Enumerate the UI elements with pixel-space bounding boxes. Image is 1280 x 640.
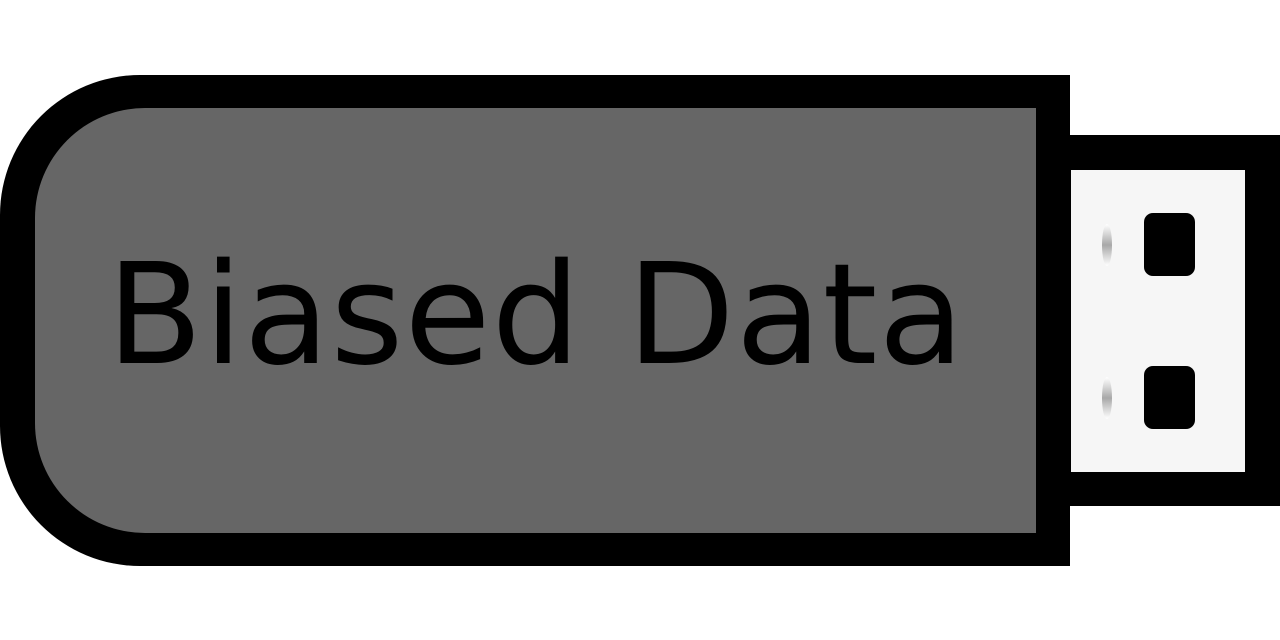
contact-hole-icon (1144, 213, 1195, 276)
drive-label: Biased Data (106, 233, 966, 397)
contact-pin (1102, 377, 1112, 419)
usb-body-face (35, 108, 1036, 533)
contact-hole-icon (1144, 366, 1195, 429)
contact-pin (1102, 224, 1112, 266)
